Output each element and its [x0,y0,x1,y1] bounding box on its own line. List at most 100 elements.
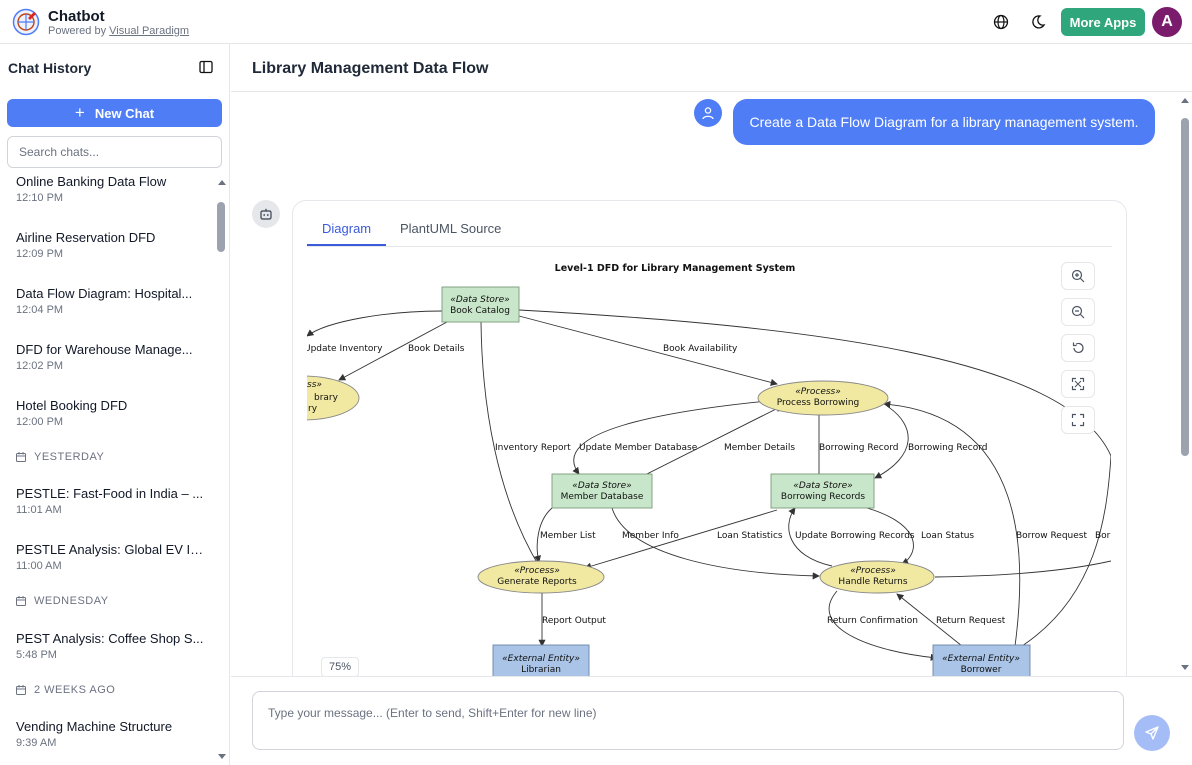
tab-divider [307,246,1112,247]
sidebar-title: Chat History [8,60,92,76]
label-loan-status: Loan Status [921,531,974,541]
zoom-in-icon[interactable] [1061,262,1095,290]
main-scroll-thumb[interactable] [1181,118,1189,456]
chatbot-logo-icon [12,8,40,36]
user-avatar[interactable]: A [1152,7,1182,37]
edge-book-availability [518,315,778,386]
dfd-diagram: Level-1 DFD for Library Management Syste… [307,263,1111,676]
borrowing-records-stereo: «Data Store» [793,481,852,491]
node-generate-reports: «Process» Generate Reports [477,560,605,594]
chat-item[interactable]: Airline Reservation DFD 12:09 PM [16,230,206,260]
chat-item-title: Airline Reservation DFD [16,230,156,245]
partial-library: brary [314,393,339,403]
new-chat-button[interactable]: + New Chat [7,99,222,127]
chat-item-time: 11:00 AM [16,560,62,572]
borrowing-records-label: Borrowing Records [781,492,865,502]
scroll-up-icon[interactable] [217,178,227,186]
active-tab-indicator [307,244,386,246]
chat-item[interactable]: Online Banking Data Flow 12:10 PM [16,176,206,204]
label-report-output: Report Output [542,616,606,626]
scroll-down-icon[interactable] [217,753,227,761]
partial-ry: ry [308,404,318,414]
chat-item[interactable]: Vending Machine Structure 9:39 AM [16,719,206,749]
chat-item-time: 5:48 PM [16,649,57,661]
group-header: 2 WEEKS AGO [16,684,115,696]
chat-item[interactable]: Hotel Booking DFD 12:00 PM [16,398,206,428]
node-borrowing-records: «Data Store» Borrowing Records [770,473,875,509]
chat-item-time: 12:10 PM [16,192,64,204]
edge-bor-partial [1021,455,1111,647]
edge-returns-right [934,560,1111,578]
label-loan-statistics: Loan Statistics [717,531,783,541]
librarian-stereo: «External Entity» [502,654,580,664]
edge-loan-status [866,507,914,565]
tab-plantuml-source[interactable]: PlantUML Source [400,221,502,236]
send-button[interactable] [1134,715,1170,751]
more-apps-button[interactable]: More Apps [1061,8,1145,36]
node-librarian: «External Entity» Librarian [492,644,590,676]
chat-item[interactable]: DFD for Warehouse Manage... 12:02 PM [16,342,206,372]
sidebar-scrollbar[interactable] [215,176,229,765]
fit-to-screen-icon[interactable] [1061,370,1095,398]
label-member-info: Member Info [622,531,679,541]
group-label: 2 WEEKS AGO [34,684,116,696]
zoom-level-indicator: 75% [321,657,359,677]
member-database-stereo: «Data Store» [572,481,631,491]
search-chats-input[interactable] [7,136,222,168]
group-label: WEDNESDAY [34,595,109,607]
powered-prefix: Powered by [48,25,107,37]
label-update-member-database: Update Member Database [579,443,698,453]
reset-zoom-icon[interactable] [1061,334,1095,362]
node-book-catalog: «Data Store» Book Catalog [441,286,520,323]
member-database-label: Member Database [561,492,644,502]
label-borrowing-record-1: Borrowing Record [819,443,898,453]
diagram-title: Level-1 DFD for Library Management Syste… [555,263,796,274]
fullscreen-icon[interactable] [1061,406,1095,434]
chat-item[interactable]: PESTLE Analysis: Global EV In... 11:00 A… [16,542,206,572]
generate-reports-label: Generate Reports [497,577,577,587]
moon-icon[interactable] [1027,11,1049,33]
robot-icon [260,208,272,220]
edge-return-confirmation [828,590,938,661]
label-borrowing-record-2: Borrowing Record [908,443,987,453]
chat-item-time: 12:02 PM [16,360,64,372]
chat-item-time: 11:01 AM [16,504,62,516]
node-borrower: «External Entity» Borrower [932,644,1031,676]
label-book-availability: Book Availability [663,344,738,354]
main-scroll-down-icon[interactable] [1180,664,1190,672]
label-borrow-request: Borrow Request [1016,531,1087,541]
message-input[interactable] [252,691,1124,750]
powered-by: Powered by Visual Paradigm [48,25,189,37]
zoom-out-icon[interactable] [1061,298,1095,326]
borrower-label: Borrower [961,665,1002,675]
edge-borrow-request [883,400,1021,647]
top-bar: Chatbot Powered by Visual Paradigm More … [0,0,1192,44]
calendar-icon [16,685,26,695]
edge-borrowing-record-down [874,405,909,479]
label-member-details: Member Details [724,443,795,453]
label-return-confirmation: Return Confirmation [827,616,918,626]
label-member-list: Member List [540,531,596,541]
chat-item-title: Data Flow Diagram: Hospital... [16,286,193,301]
process-borrowing-label: Process Borrowing [777,398,860,408]
chat-item[interactable]: PEST Analysis: Coffee Shop S... 5:48 PM [16,631,206,661]
partial-stereo: ss» [307,380,322,390]
visual-paradigm-link[interactable]: Visual Paradigm [109,25,190,37]
label-update-borrowing-records: Update Borrowing Records [795,531,915,541]
tab-diagram[interactable]: Diagram [322,221,372,236]
chat-item[interactable]: Data Flow Diagram: Hospital... 12:04 PM [16,286,206,316]
handle-returns-stereo: «Process» [850,566,896,576]
sidebar-scroll-thumb[interactable] [217,202,225,252]
chat-item-title: DFD for Warehouse Manage... [16,342,193,357]
label-book-details: Book Details [408,344,465,354]
main-scroll-up-icon[interactable] [1180,96,1190,104]
sidebar-toggle-icon[interactable] [198,59,214,80]
group-header: YESTERDAY [16,451,104,463]
chat-item-time: 12:00 PM [16,416,64,428]
generate-reports-stereo: «Process» [514,566,560,576]
group-header: WEDNESDAY [16,595,109,607]
chat-item-title: Hotel Booking DFD [16,398,128,413]
diagram-viewer[interactable]: Level-1 DFD for Library Management Syste… [307,256,1111,676]
chat-item[interactable]: PESTLE: Fast-Food in India – ... 11:01 A… [16,486,206,516]
globe-icon[interactable] [990,11,1012,33]
